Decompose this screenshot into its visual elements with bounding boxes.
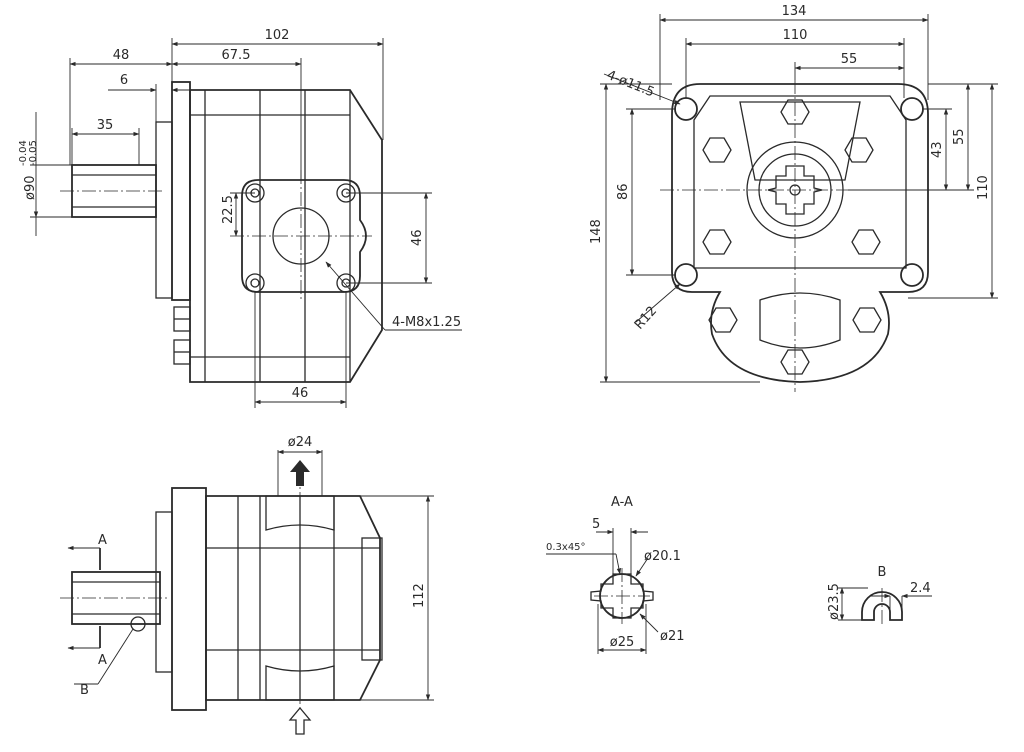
mounting-flange (171, 81, 191, 301)
mount-hole-top-left (674, 97, 698, 121)
dim-110-horizontal: 110 (783, 28, 808, 43)
dim-6: 6 (120, 73, 128, 88)
radius-callout: R12 (632, 304, 660, 333)
chamfer-callout: 0.3x45° (546, 542, 586, 553)
bottom-view: ø24 112 A A B (60, 435, 434, 735)
dim-112: 112 (412, 583, 427, 608)
section-hatch-top (265, 495, 335, 531)
shaft-tol-lower: -0.05 (28, 140, 39, 166)
section-marker-top: A (98, 533, 107, 548)
dim-110-vertical: 110 (976, 175, 991, 200)
dim-46-horizontal: 46 (292, 386, 309, 401)
section-marker-bottom: A (98, 653, 107, 668)
outflow-arrow (290, 460, 310, 486)
dim-2-4: 2.4 (910, 581, 931, 596)
dim-55-vertical: 55 (952, 128, 967, 145)
dim-86: 86 (616, 183, 631, 200)
detail-b-label: B (80, 683, 89, 698)
flange-outline (671, 83, 929, 383)
inflow-arrow (288, 706, 312, 735)
dim-22-5: 22.5 (221, 195, 236, 224)
dim-25: ø25 (610, 635, 635, 650)
mount-hole-bottom-right (900, 263, 924, 287)
mount-hole-top-right (900, 97, 924, 121)
dim-55-horizontal: 55 (841, 52, 858, 67)
shaft-tol-upper: -0.04 (18, 140, 29, 166)
dim-shaft-diameter: ø90 (23, 176, 38, 201)
dim-23-5: ø23.5 (827, 583, 842, 620)
detail-title: B (878, 565, 887, 580)
dim-134: 134 (782, 4, 807, 19)
dim-20-1: ø20.1 (644, 549, 681, 564)
spline-bore (767, 165, 823, 215)
dim-46-vertical: 46 (410, 229, 425, 246)
front-view: 134 110 55 4-ø11.5 148 86 43 55 (589, 4, 998, 392)
section-a-a: A-A 5 0.3x45° ø20.1 ø25 ø21 (546, 495, 685, 654)
mount-hole-bottom-left (674, 263, 698, 287)
detail-b: B ø23.5 2.4 (827, 565, 932, 626)
section-hatch-bottom (265, 665, 335, 701)
dim-102: 102 (265, 28, 290, 43)
detail-b-circle (130, 616, 146, 632)
dim-port-diameter: ø24 (288, 435, 313, 450)
dim-148: 148 (589, 219, 604, 244)
dim-21: ø21 (660, 629, 685, 644)
dim-35: 35 (97, 118, 114, 133)
dim-43: 43 (930, 141, 945, 158)
body-bottom-view (205, 495, 381, 701)
dim-48: 48 (113, 48, 130, 63)
thread-callout: 4-M8x1.25 (392, 315, 461, 330)
dim-67-5: 67.5 (222, 48, 251, 63)
side-view: 102 67.5 48 6 35 ø90 -0.04 -0.05 22.5 (18, 28, 462, 408)
spline-section-teeth (590, 573, 654, 619)
section-title: A-A (611, 495, 633, 510)
dim-5: 5 (592, 517, 600, 532)
